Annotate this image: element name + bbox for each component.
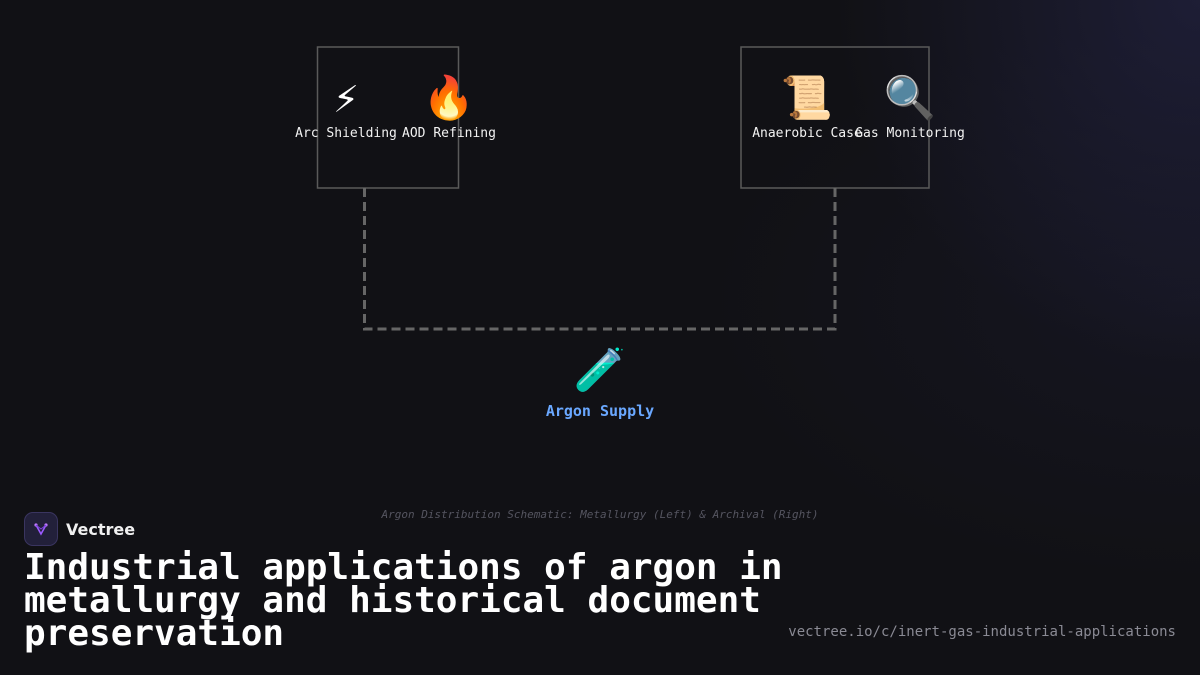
page-title: Industrial applications of argon in meta… [24,547,783,654]
diagram-caption: Argon Distribution Schematic: Metallurgy… [381,508,819,521]
node-arc-shielding: ⚡ Arc Shielding [286,73,406,142]
left-group-box [316,46,460,189]
node-argon-supply: 🧪 Argon Supply [530,345,670,421]
node-label: Argon Supply [545,402,655,420]
node-label: Arc Shielding [295,126,397,141]
node-label: Anaerobic Case [752,126,862,141]
left-connector-line [363,188,600,331]
magnifier-icon: 🔍 [883,73,937,122]
node-gas-monitoring: 🔍 Gas Monitoring [850,73,970,142]
scroll-icon: 📜 [780,73,834,122]
brand: Vectree [24,512,135,546]
node-label: AOD Refining [402,126,496,141]
right-connector-line [600,188,837,331]
page-url[interactable]: vectree.io/c/inert-gas-industrial-applic… [788,624,1176,640]
vectree-logo-icon [24,512,58,546]
node-anaerobic-case: 📜 Anaerobic Case [747,73,867,142]
node-label: Gas Monitoring [855,126,965,141]
test-tube-icon: 🧪 [573,345,627,394]
fire-icon: 🔥 [422,73,476,122]
high-voltage-icon: ⚡ [333,73,359,122]
node-aod-refining: 🔥 AOD Refining [389,73,509,142]
brand-name: Vectree [66,519,136,539]
